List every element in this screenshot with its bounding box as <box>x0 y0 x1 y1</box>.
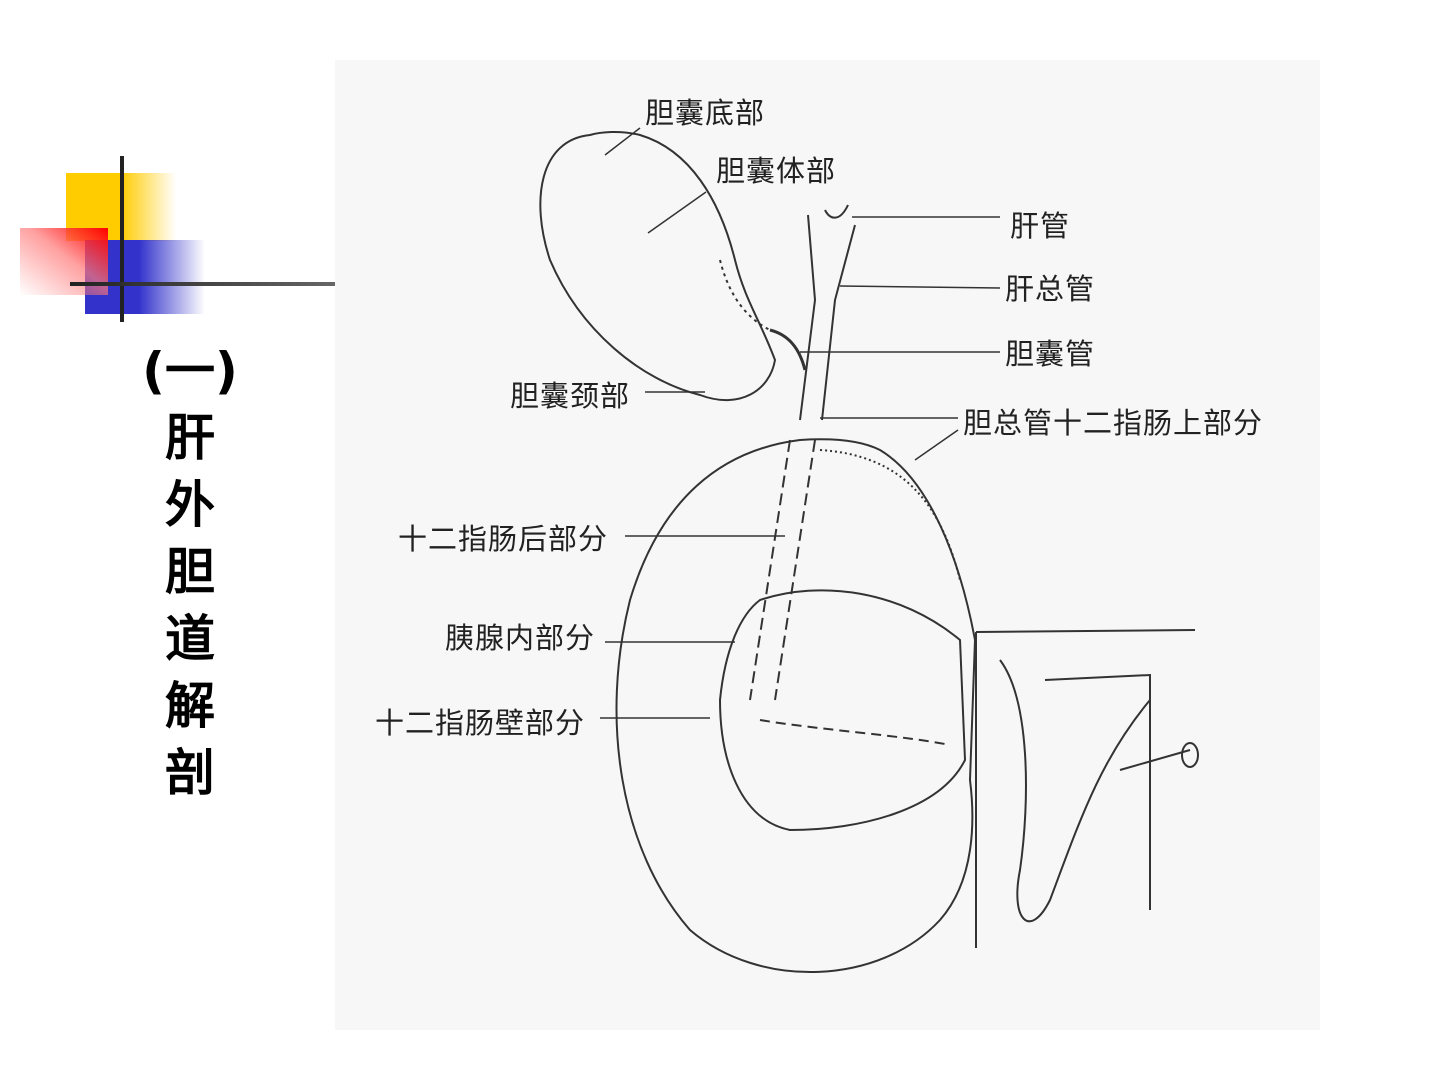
title-char: 外 <box>165 476 215 534</box>
title-char: 道 <box>165 610 215 668</box>
label-gallbladder-fundus: 胆囊底部 <box>645 96 766 130</box>
logo-horizontal-line <box>70 282 336 286</box>
gallbladder <box>539 131 777 401</box>
label-intrapancreatic: 胰腺内部分 <box>445 621 596 655</box>
label-retroduodenal: 十二指肠后部分 <box>398 522 609 556</box>
title-char: 剖 <box>165 744 215 802</box>
logo-vertical-line <box>120 156 124 322</box>
cystic-duct <box>769 328 807 371</box>
title-char: 解 <box>165 677 215 735</box>
label-hepatic-duct: 肝管 <box>1010 209 1071 243</box>
hepatic-duct <box>799 214 856 421</box>
label-intraduodenal-wall: 十二指肠壁部分 <box>375 706 586 740</box>
label-supraduodenal-cbd: 胆总管十二指肠上部分 <box>963 406 1264 440</box>
anatomy-figure <box>335 60 1320 1030</box>
label-gallbladder-body: 胆囊体部 <box>716 154 837 188</box>
label-cystic-duct: 胆囊管 <box>1005 337 1096 371</box>
title-char: 肝 <box>165 409 215 467</box>
inset-box <box>975 629 1196 948</box>
duodenal-lumen <box>718 589 967 832</box>
duodenum <box>615 438 977 973</box>
label-common-hepatic-duct: 肝总管 <box>1005 272 1096 306</box>
label-gallbladder-neck: 胆囊颈部 <box>510 379 631 413</box>
slide-title: (一) 肝 外 胆 道 解 剖 <box>140 338 240 807</box>
title-char: 胆 <box>165 543 215 601</box>
title-prefix: (一) <box>142 342 238 400</box>
